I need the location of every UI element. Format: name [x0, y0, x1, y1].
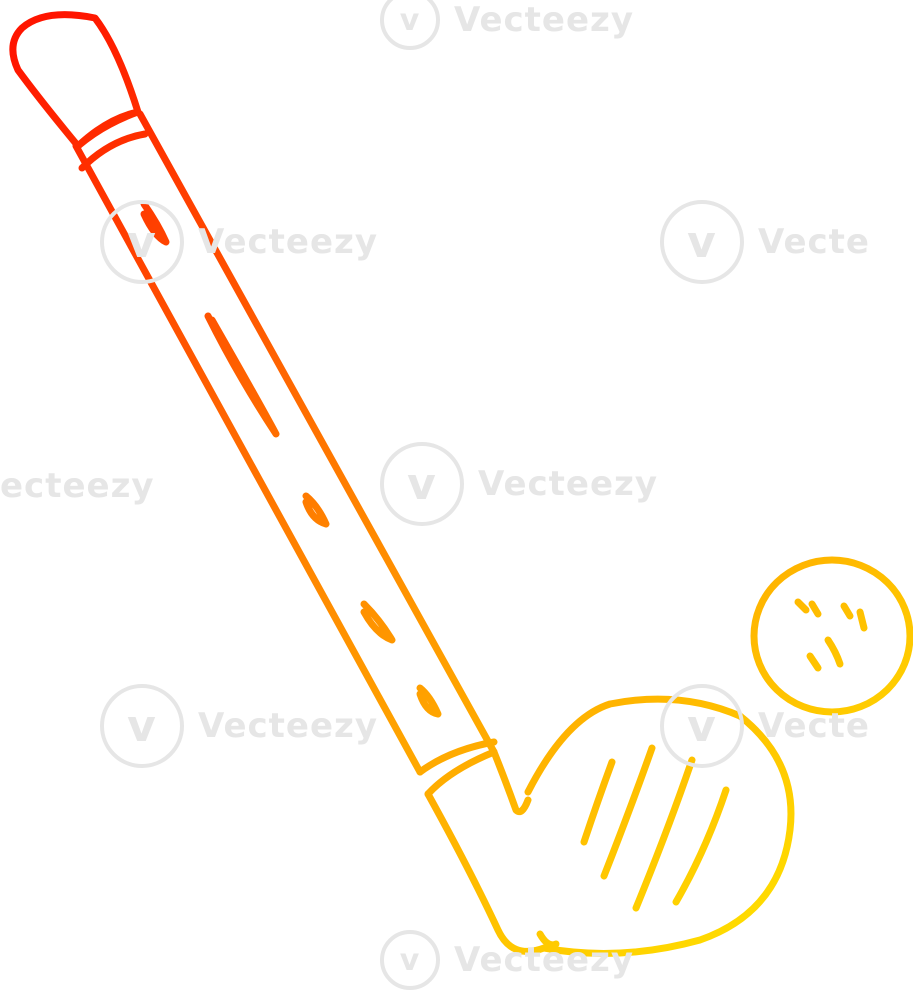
club-grip [9, 11, 142, 150]
golf-ball [750, 556, 913, 716]
club-shaft [72, 110, 498, 776]
club-head [424, 695, 795, 957]
